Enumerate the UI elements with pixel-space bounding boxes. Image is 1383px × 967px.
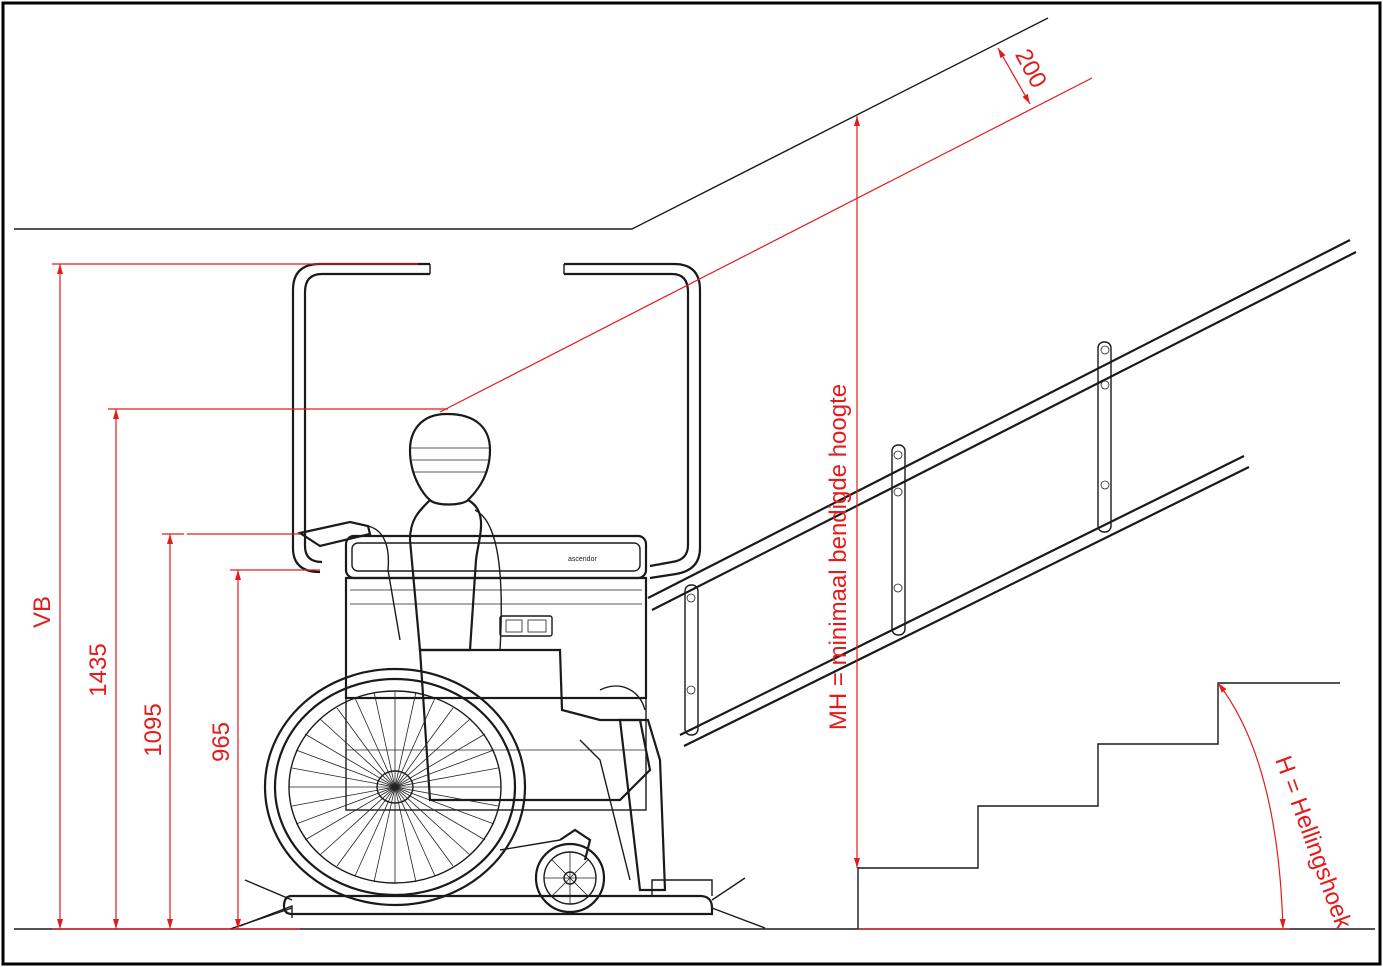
guard-arm-left xyxy=(291,262,431,574)
label-1095: 1095 xyxy=(140,703,167,756)
seated-person xyxy=(408,412,667,892)
staircase xyxy=(857,682,1340,929)
angle-arc xyxy=(1217,682,1286,930)
rail-post-left xyxy=(684,584,699,736)
rail-post-middle xyxy=(891,444,906,636)
label-vb: VB xyxy=(29,596,56,628)
lift-body xyxy=(344,534,648,811)
lower-rail xyxy=(679,455,1250,747)
label-mh: MH = minimaal bendigde hoogte xyxy=(825,384,852,730)
clearance-line xyxy=(439,77,1093,413)
hand-control xyxy=(297,520,401,641)
dimensions xyxy=(52,47,1290,930)
upper-rail xyxy=(647,239,1357,611)
rail-post-right xyxy=(1097,341,1112,533)
label-200: 200 xyxy=(1009,44,1052,92)
label-1435: 1435 xyxy=(85,643,112,696)
guard-arm-right xyxy=(563,262,702,580)
dimension-200 xyxy=(997,47,1031,105)
platform xyxy=(229,877,766,930)
label-965: 965 xyxy=(208,722,235,762)
wheelchair xyxy=(263,667,606,914)
ceiling-line xyxy=(14,17,1049,230)
wheel-spokes xyxy=(289,691,501,883)
lift-brand-logo: ascendor xyxy=(568,556,597,563)
